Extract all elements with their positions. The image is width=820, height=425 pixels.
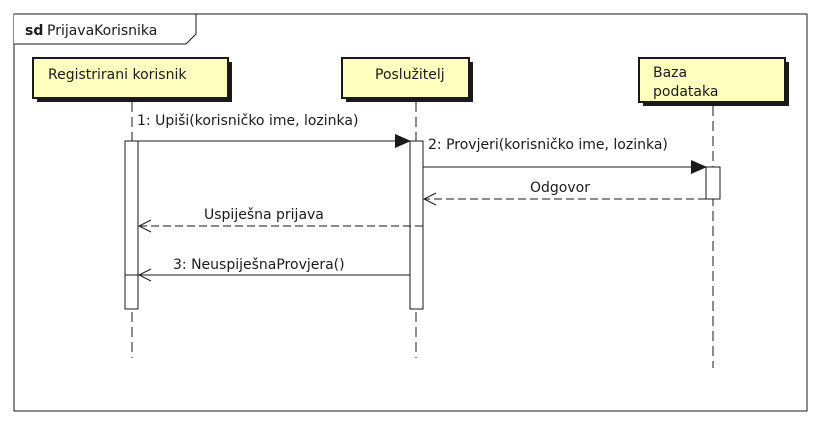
activation-db bbox=[705, 166, 721, 200]
frame-border bbox=[13, 13, 808, 412]
frame-name: PrijavaKorisnika bbox=[47, 23, 157, 39]
lifeline-registrirani-korisnik: Registrirani korisnik bbox=[32, 57, 232, 358]
lifeline-label-user: Registrirani korisnik bbox=[48, 67, 187, 83]
lifeline-baza-podataka: Baza podataka bbox=[638, 57, 789, 368]
message-2-label: 2: Provjeri(korisničko ime, lozinka) bbox=[428, 137, 668, 153]
message-3-label: 3: NeuspiješnaProvjera() bbox=[173, 257, 345, 273]
message-1-label: 1: Upiši(korisničko ime, lozinka) bbox=[137, 113, 358, 129]
lifeline-label-db-line1: Baza bbox=[653, 65, 687, 81]
lifeline-label-db-line2: podataka bbox=[653, 84, 718, 100]
activation-server bbox=[409, 140, 424, 310]
frame-keyword: sd bbox=[25, 23, 43, 39]
frame-label-tab bbox=[14, 13, 197, 45]
message-odgovor-label: Odgovor bbox=[530, 180, 590, 196]
activation-user bbox=[124, 140, 139, 310]
message-uspjesna-label: Uspiješna prijava bbox=[204, 207, 324, 223]
lifeline-posluzitelj: Poslužitelj bbox=[341, 57, 473, 358]
lifeline-label-server: Poslužitelj bbox=[375, 67, 445, 83]
